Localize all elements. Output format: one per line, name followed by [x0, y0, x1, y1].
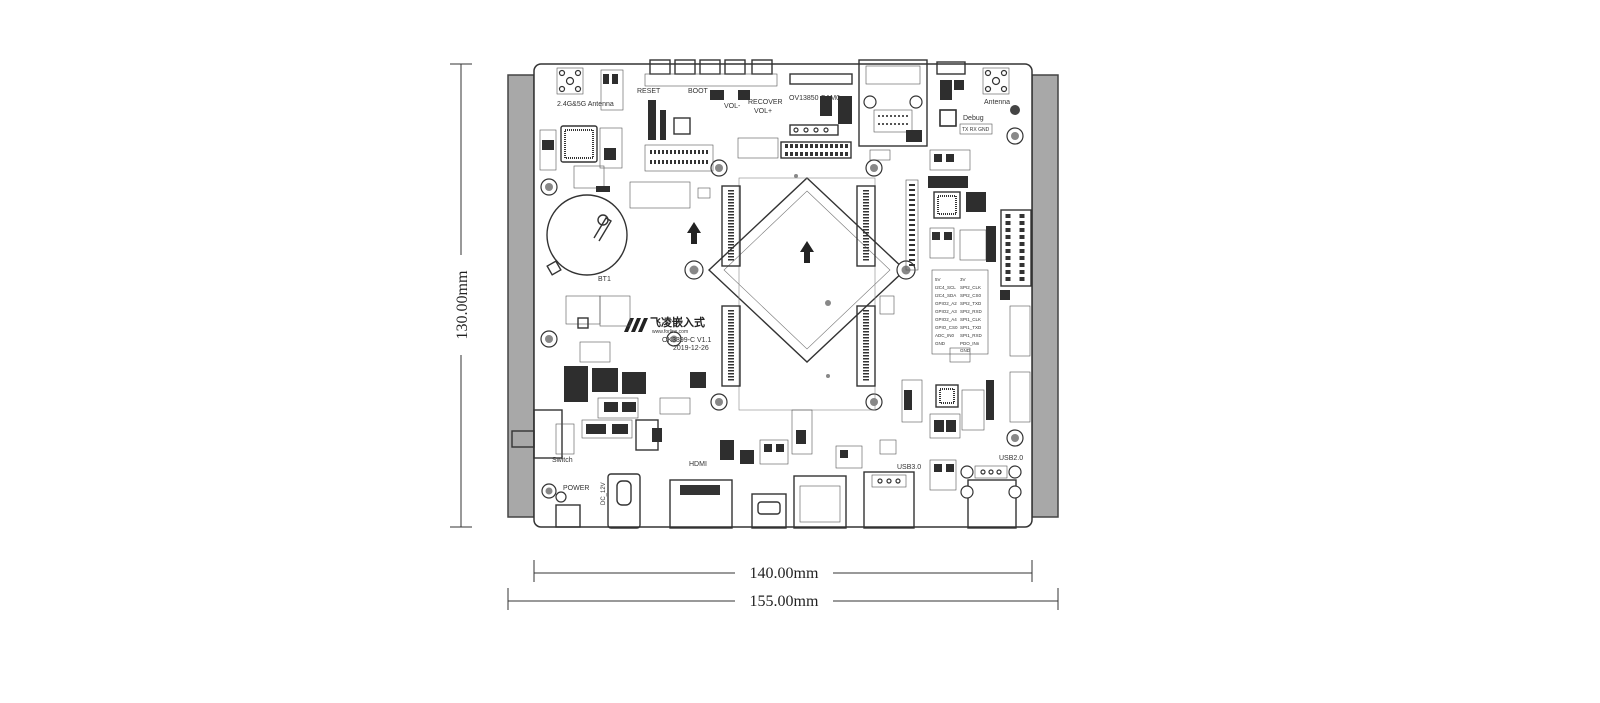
left-rail [507, 74, 535, 518]
reset-label: RESET [637, 88, 661, 95]
gpio-left-7: ADC_IN0 [935, 333, 955, 338]
passive-components [539, 69, 1010, 491]
dc-label: DC_12V [601, 482, 607, 505]
ethernet-jack [858, 59, 928, 147]
pin-header-top [737, 137, 852, 159]
antenna-right-label: Antenna [984, 99, 1010, 106]
battery-holder [546, 194, 628, 276]
antenna-right-connector [982, 67, 1010, 95]
debug-pins-label: TX RX GND [962, 127, 990, 133]
gpio-right-9: GND [960, 348, 971, 353]
inner-width-dimension: 140.00mm [533, 560, 1033, 582]
gpio-right-3: SPI2_TXD [960, 301, 982, 306]
usb-otg-port [751, 475, 847, 529]
gpio-left-3: GPIO2_A2 [935, 301, 957, 306]
camera-label: OV13850 CAM0 [789, 95, 840, 102]
orientation-arrow-icon [687, 222, 701, 244]
board-date: 2019-12-26 [673, 345, 709, 352]
gpio-right-0: 3V [960, 277, 966, 282]
inner-width-label: 140.00mm [750, 565, 819, 582]
vol-minus-label: VOL- [724, 103, 741, 110]
usb2-port [960, 465, 1022, 529]
gpio-left-4: GPIO2_A3 [935, 309, 957, 314]
mounting-holes [540, 105, 1024, 499]
right-pin-strips [905, 179, 1032, 423]
gpio-right-4: SPI2_RXD [960, 309, 983, 314]
gpio-left-0: 5V [935, 277, 941, 282]
gpio-left-8: GND [935, 341, 946, 346]
board-model: OK3399-C V1.1 [662, 337, 712, 344]
usb3-label: USB3.0 [897, 464, 921, 471]
usb3-port [863, 471, 915, 529]
antenna-left-connector [556, 67, 584, 95]
gpio-left-5: GPIO2_A4 [935, 317, 957, 322]
vol-plus-label: VOL+ [754, 108, 772, 115]
switch-label: Switch [552, 457, 573, 464]
hdmi-label: HDMI [689, 461, 707, 468]
gpio-right-2: SPI2_CS0 [960, 293, 982, 298]
gpio-left-2: I2C4_SDA [935, 293, 956, 298]
b2b-connectors [721, 185, 876, 387]
gpio-right-6: SPI1_TXD [960, 325, 982, 330]
logo-url: www.forlinx.com [652, 329, 688, 335]
power-label: POWER [563, 485, 589, 492]
gpio-header: 5V I2C4_SCL I2C4_SDA GPIO2_A2 GPIO2_A3 G… [931, 269, 989, 355]
debug-label: Debug [963, 115, 984, 122]
gpio-right-1: SPI2_CLK [960, 285, 981, 290]
ic-chips [560, 109, 961, 451]
gpio-left-1: I2C4_SCL [935, 285, 956, 290]
camera-connector [789, 73, 853, 136]
gpio-right-8: PDO_INn [960, 341, 980, 346]
top-buttons [644, 59, 778, 87]
antenna-left-label: 2.4G&5G Antenna [557, 101, 614, 108]
height-dimension: 130.00mm [450, 63, 472, 528]
right-rail [1031, 74, 1059, 518]
height-dimension-label: 130.00mm [454, 270, 471, 339]
logo-text: 飞凌嵌入式 [650, 315, 705, 329]
hdmi-port [669, 479, 733, 529]
boot-label: BOOT [688, 88, 709, 95]
gpio-right-5: SPI1_CLK [960, 317, 981, 322]
outer-width-label: 155.00mm [750, 593, 819, 610]
battery-label: BT1 [598, 276, 611, 283]
gpio-left-6: GPIO_CS0 [935, 325, 958, 330]
usb2-label: USB2.0 [999, 455, 1023, 462]
outer-width-dimension: 155.00mm [507, 588, 1059, 610]
gpio-right-7: SPI1_RXD [960, 333, 983, 338]
side-switch [511, 409, 563, 459]
dc-jack [555, 473, 641, 529]
recover-label: RECOVER [748, 99, 783, 106]
